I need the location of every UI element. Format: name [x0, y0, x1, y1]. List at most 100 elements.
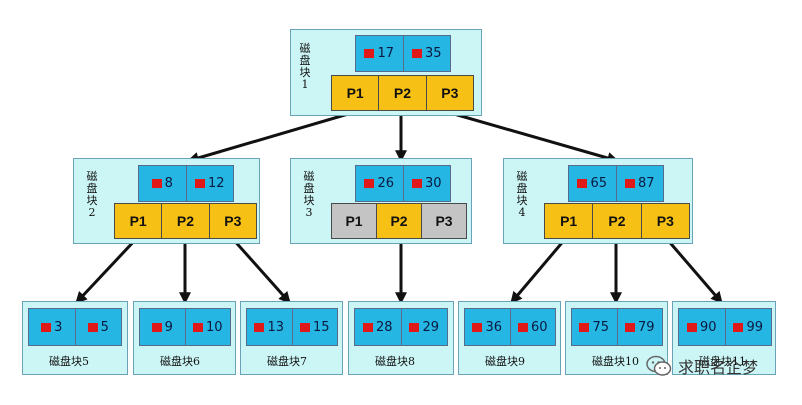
label-char: 2: [88, 206, 96, 219]
arrow-b1-p1: [186, 110, 356, 164]
disk-block-6-label: 磁盘块6: [160, 355, 200, 368]
key-cell: 8: [139, 166, 186, 201]
key-value: 5: [100, 319, 109, 335]
key-cell: 3: [29, 309, 75, 345]
pointer-p2: P2: [161, 204, 209, 238]
key-cell: 28: [355, 309, 401, 345]
key-cell: 87: [615, 166, 663, 201]
data-marker-icon: [624, 322, 635, 332]
key-value: 17: [377, 46, 395, 61]
disk-block-2-label: 磁 盘 块 2: [86, 171, 98, 219]
watermark: 求职名企梦: [646, 354, 758, 378]
disk-block-5: 3 5 磁盘块5: [22, 301, 128, 375]
wechat-official-account-icon: [646, 355, 672, 376]
pointer-p2: P2: [376, 204, 421, 238]
disk-block-4-keys: 65 87: [568, 165, 664, 202]
disk-block-11-label: 磁盘块11: [699, 355, 746, 368]
disk-block-5-label: 磁盘块5: [49, 355, 89, 368]
data-marker-icon: [411, 179, 422, 188]
key-cell: 5: [74, 309, 121, 345]
label-char: 块: [86, 194, 98, 207]
key-value: 15: [312, 319, 330, 335]
disk-block-9-label: 磁盘块9: [485, 355, 525, 368]
disk-block-6-keys: 9 10: [139, 308, 231, 346]
arrow-b4-p1: [509, 237, 568, 304]
key-cell: 35: [402, 36, 450, 71]
key-value: 13: [267, 319, 285, 335]
label-char: 1: [301, 78, 309, 91]
data-marker-icon: [577, 179, 588, 188]
disk-block-1-keys: 17 35: [355, 35, 451, 72]
pointer-p1: P1: [115, 204, 162, 238]
key-value: 99: [746, 319, 764, 335]
key-value: 3: [54, 319, 63, 335]
disk-block-5-keys: 3 5: [28, 308, 122, 346]
disk-block-1: 磁 盘 块 1 17 35 P1 P2 P3: [290, 29, 482, 116]
watermark-text: 求职名企梦: [678, 358, 759, 377]
arrow-b2-p1: [74, 236, 139, 305]
data-marker-icon: [151, 179, 162, 188]
label-char: 块: [299, 66, 311, 79]
disk-block-3: 磁 盘 块 3 26 30 P1 P2 P3: [290, 158, 472, 244]
data-marker-icon: [254, 322, 265, 332]
key-value: 36: [485, 319, 503, 335]
disk-block-4-pointers: P1 P2 P3: [544, 203, 690, 239]
key-cell: 65: [569, 166, 616, 201]
disk-block-2-keys: 8 12: [138, 165, 234, 202]
disk-block-8-label: 磁盘块8: [375, 355, 415, 368]
key-value: 12: [207, 176, 225, 191]
disk-block-3-pointers: P1 P2 P3: [331, 203, 467, 239]
data-marker-icon: [151, 322, 162, 332]
data-marker-icon: [472, 322, 483, 332]
key-cell: 36: [465, 309, 510, 345]
disk-block-3-keys: 26 30: [355, 165, 451, 202]
label-char: 盘: [516, 182, 528, 195]
data-marker-icon: [362, 322, 373, 332]
disk-block-4-label: 磁 盘 块 4: [516, 171, 528, 219]
pointer-p3: P3: [421, 204, 466, 238]
data-marker-icon: [41, 322, 52, 332]
arrow-b4-p3: [664, 237, 724, 304]
data-marker-icon: [579, 322, 590, 332]
data-marker-icon: [364, 179, 375, 188]
disk-block-9-keys: 36 60: [464, 308, 556, 346]
key-cell: 9: [140, 309, 185, 345]
key-cell: 15: [291, 309, 337, 345]
disk-block-1-pointers: P1 P2 P3: [331, 75, 474, 111]
arrow-b1-p3: [446, 110, 620, 164]
disk-block-3-label: 磁 盘 块 3: [303, 171, 315, 219]
label-char: 块: [303, 194, 315, 207]
key-cell: 17: [356, 36, 403, 71]
disk-block-7: 13 15 磁盘块7: [240, 301, 343, 375]
pointer-p1: P1: [545, 204, 593, 238]
key-value: 35: [424, 46, 442, 61]
key-value: 79: [637, 319, 655, 335]
pointer-p3: P3: [425, 76, 473, 110]
label-char: 盘: [303, 182, 315, 195]
key-value: 28: [375, 319, 393, 335]
data-marker-icon: [194, 179, 205, 188]
label-char: 盘: [299, 54, 311, 67]
key-value: 9: [164, 319, 173, 335]
disk-block-8-keys: 28 29: [354, 308, 448, 346]
label-char: 磁: [303, 170, 315, 183]
disk-block-7-keys: 13 15: [246, 308, 338, 346]
key-cell: 10: [184, 309, 230, 345]
data-marker-icon: [686, 322, 697, 332]
data-marker-icon: [409, 322, 420, 332]
key-cell: 60: [509, 309, 555, 345]
key-cell: 12: [185, 166, 233, 201]
key-cell: 90: [679, 309, 725, 345]
key-value: 10: [205, 319, 223, 335]
disk-block-4: 磁 盘 块 4 65 87 P1 P2 P3: [503, 158, 693, 244]
arrow-b2-p3: [230, 237, 292, 304]
data-marker-icon: [364, 49, 375, 58]
disk-block-7-label: 磁盘块7: [267, 355, 307, 368]
disk-block-10: 75 79 磁盘块10: [565, 301, 668, 375]
disk-block-2-pointers: P1 P2 P3: [114, 203, 257, 239]
pointer-p1: P1: [332, 204, 376, 238]
pointer-p3: P3: [640, 204, 689, 238]
pointer-p2: P2: [592, 204, 641, 238]
disk-block-11: 90 99 磁盘块11: [672, 301, 776, 375]
